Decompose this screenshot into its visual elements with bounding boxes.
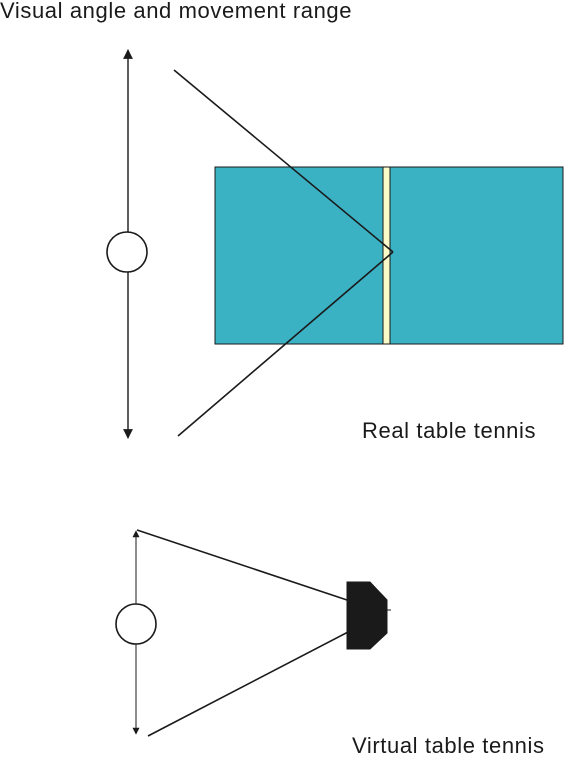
virtual-player-head (115, 603, 157, 645)
real-visual-angle-lower-line (177, 251, 394, 437)
virtual-visual-angle-upper-line (136, 529, 351, 602)
virtual-scene (115, 529, 391, 737)
virtual-table-tennis-label: Virtual table tennis (352, 733, 545, 758)
diagram-title: Visual angle and movement range (0, 0, 353, 23)
real-scene (106, 49, 564, 439)
real-table-tennis-label: Real table tennis (362, 418, 537, 443)
virtual-display-device (346, 581, 388, 650)
real-player-head (106, 231, 148, 273)
real-visual-angle-upper-line (173, 69, 394, 253)
virtual-visual-angle-lower-line (147, 630, 351, 737)
